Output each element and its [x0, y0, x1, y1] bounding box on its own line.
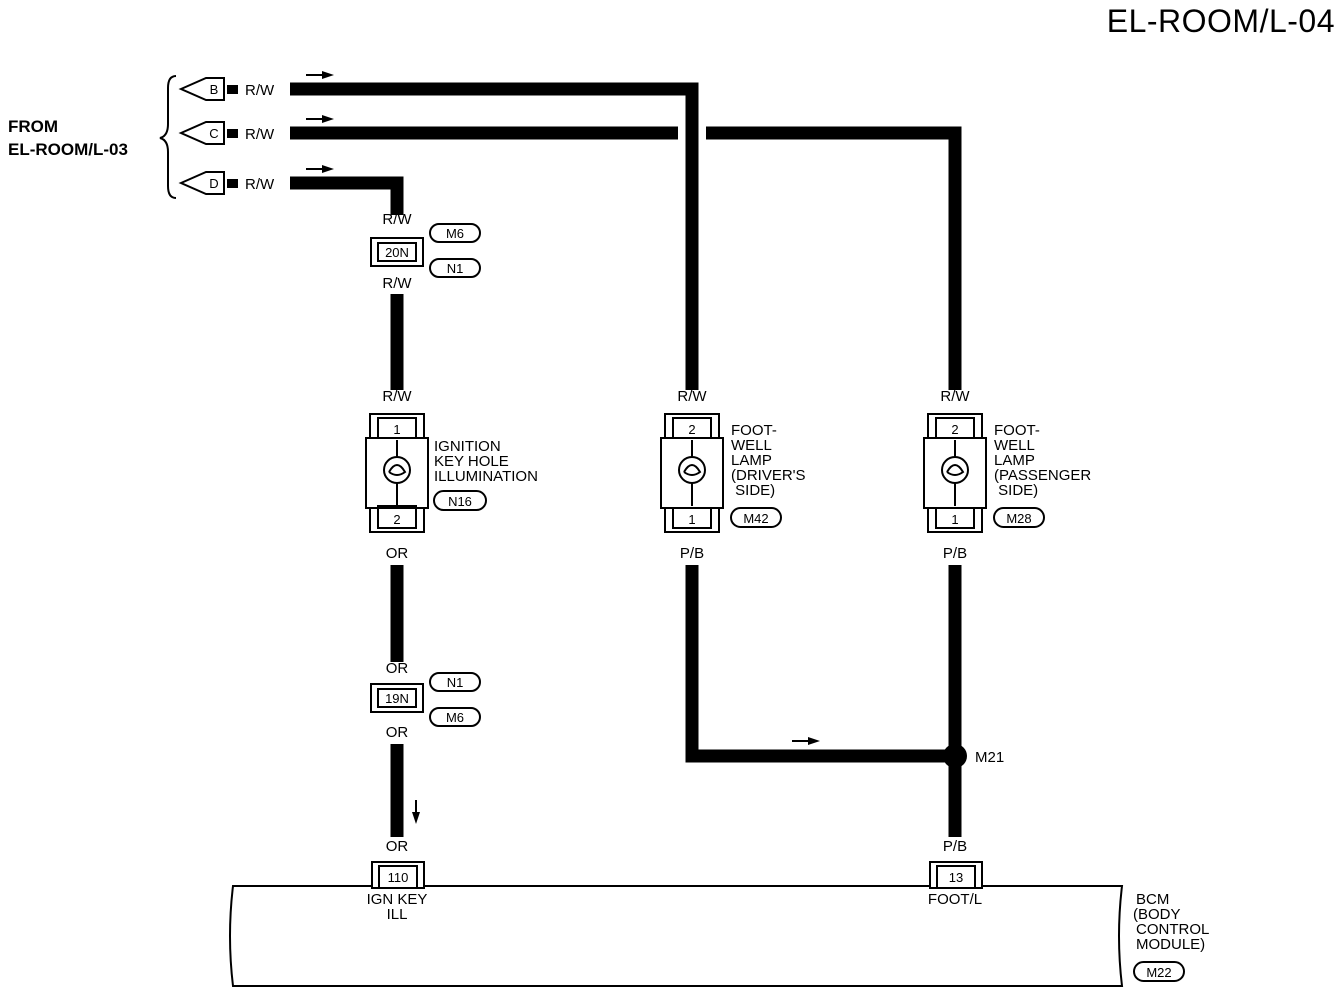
input-bracket: [159, 75, 177, 199]
driver-lamp-name-4: (DRIVER'S: [731, 467, 806, 484]
driver-lamp-wire-in: R/W: [677, 388, 707, 405]
passenger-lamp-connector: M28: [1006, 511, 1031, 526]
wire-driver-return: [685, 565, 955, 763]
passenger-lamp-wire-in: R/W: [940, 388, 970, 405]
passenger-lamp-bulb-icon: [941, 456, 969, 484]
bcm-right-wire: P/B: [943, 838, 967, 855]
bcm-left-pin: 110: [388, 870, 409, 885]
footwell-lamp-passenger: R/W 2 1 P/B FOOT- WELL LAMP (PASSENGER S…: [923, 388, 1091, 562]
joint-20n-conn-m6: M6: [446, 226, 464, 241]
wire-b: [290, 82, 699, 390]
from-label: FROM: [8, 117, 58, 136]
bcm-name-3: CONTROL: [1136, 921, 1209, 938]
driver-lamp-name-1: FOOT-: [731, 422, 777, 439]
joint-19n-bottom-wire: OR: [386, 724, 409, 741]
input-terminal-c: C R/W: [178, 121, 275, 145]
bcm-name-2: (BODY: [1133, 906, 1181, 923]
wires: [290, 82, 962, 837]
passenger-lamp-name-3: LAMP: [994, 452, 1035, 469]
passenger-lamp-name-4: (PASSENGER: [994, 467, 1091, 484]
driver-lamp-pin-top: 2: [688, 422, 695, 437]
driver-lamp-connector: M42: [743, 511, 768, 526]
input-terminal-b: B R/W: [178, 77, 275, 101]
bcm-left-term-2: ILL: [387, 906, 408, 923]
page-code: EL-ROOM/L-04: [1107, 3, 1335, 39]
joint-19n-conn-n1: N1: [447, 675, 464, 690]
input-c-wire: R/W: [245, 126, 275, 143]
bcm-body: [229, 885, 1124, 987]
input-terminal-d: D R/W: [178, 171, 275, 195]
joint-20n-top-wire: R/W: [382, 211, 412, 228]
ign-lamp-wire-in: R/W: [382, 388, 412, 405]
from-page-ref: EL-ROOM/L-03: [8, 140, 128, 159]
current-arrows: [306, 71, 820, 824]
bcm-module: OR 110 IGN KEY ILL P/B 13 FOOT/L BCM (BO…: [229, 838, 1209, 987]
joint-20n-conn-n1: N1: [447, 261, 464, 276]
bcm-connector: M22: [1146, 965, 1171, 980]
ign-lamp-pin-bottom: 2: [393, 512, 400, 527]
joint-20n-bottom-wire: R/W: [382, 275, 412, 292]
ignition-key-hole-lamp: R/W 1 2 OR IGNITION KEY HOLE ILLUMINATIO…: [365, 388, 538, 562]
wire-d: [290, 176, 404, 215]
bcm-name-4: MODULE): [1136, 936, 1205, 953]
footwell-lamp-driver: R/W 2 1 P/B FOOT- WELL LAMP (DRIVER'S SI…: [660, 388, 806, 562]
input-c-letter: C: [209, 126, 218, 141]
bcm-name-1: BCM: [1136, 891, 1169, 908]
driver-lamp-name-3: LAMP: [731, 452, 772, 469]
ign-lamp-name-1: IGNITION: [434, 438, 501, 455]
splice-label: M21: [975, 749, 1004, 766]
passenger-lamp-name-1: FOOT-: [994, 422, 1040, 439]
passenger-lamp-name-5: SIDE): [994, 482, 1038, 499]
joint-19n-label: 19N: [385, 691, 409, 706]
joint-connector-19n: OR 19N OR N1 M6: [370, 660, 481, 741]
passenger-lamp-wire-out: P/B: [943, 545, 967, 562]
ign-lamp-name-2: KEY HOLE: [434, 453, 509, 470]
driver-lamp-wire-out: P/B: [680, 545, 704, 562]
joint-20n-label: 20N: [385, 245, 409, 260]
joint-19n-conn-m6: M6: [446, 710, 464, 725]
ign-lamp-pin-top: 1: [393, 422, 400, 437]
joint-connector-20n: R/W 20N R/W M6 N1: [370, 211, 481, 292]
wire-c-right: [706, 126, 962, 390]
passenger-lamp-pin-bottom: 1: [951, 512, 958, 527]
input-d-letter: D: [209, 176, 218, 191]
driver-lamp-bulb-icon: [678, 456, 706, 484]
joint-19n-top-wire: OR: [386, 660, 409, 677]
passenger-lamp-pin-top: 2: [951, 422, 958, 437]
driver-lamp-name-2: WELL: [731, 437, 772, 454]
input-b-wire: R/W: [245, 82, 275, 99]
ign-lamp-wire-out: OR: [386, 545, 409, 562]
bcm-right-term-1: FOOT/L: [928, 891, 982, 908]
bcm-left-term-1: IGN KEY: [367, 891, 428, 908]
bcm-right-pin: 13: [949, 870, 963, 885]
passenger-lamp-name-2: WELL: [994, 437, 1035, 454]
driver-lamp-name-5: SIDE): [731, 482, 775, 499]
driver-lamp-pin-bottom: 1: [688, 512, 695, 527]
bcm-left-wire: OR: [386, 838, 409, 855]
ign-lamp-bulb-icon: [383, 456, 411, 484]
splice-m21: M21: [943, 744, 1004, 768]
ign-lamp-name-3: ILLUMINATION: [434, 468, 538, 485]
ign-lamp-connector: N16: [448, 494, 472, 509]
input-b-letter: B: [210, 82, 219, 97]
input-d-wire: R/W: [245, 176, 275, 193]
